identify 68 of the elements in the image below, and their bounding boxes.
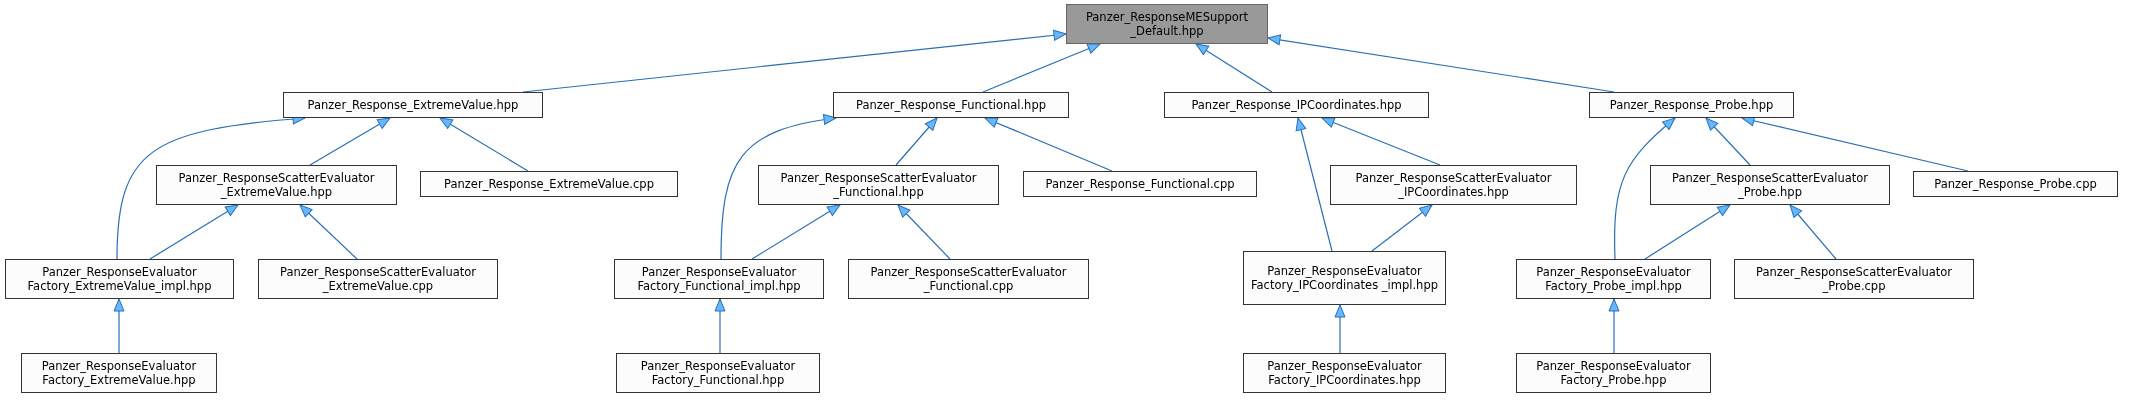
arrow bbox=[984, 117, 1113, 172]
file-box bbox=[156, 165, 397, 205]
file-box bbox=[1516, 259, 1711, 299]
file-name: Panzer_ResponseEvaluator Factory_Probe.hpp bbox=[1535, 359, 1692, 387]
file-name: Panzer_ResponseScatterEvaluator _ExtremeValue.cpp bbox=[279, 265, 477, 293]
file-box bbox=[614, 259, 824, 299]
arrow bbox=[1789, 204, 1837, 260]
file-name: Panzer_ResponseScatterEvaluator _Probe.hpp bbox=[1671, 171, 1869, 199]
file-box bbox=[1913, 171, 2118, 197]
file-box bbox=[1650, 165, 1890, 205]
file-name: Panzer_ResponseEvaluator Factory_Functional.hpp bbox=[639, 359, 797, 387]
file-box bbox=[616, 353, 820, 393]
file-name: Panzer_ResponseMESupport _Default.hpp bbox=[1084, 10, 1250, 38]
file-box bbox=[833, 92, 1069, 118]
arrow bbox=[1644, 204, 1731, 260]
arrow bbox=[299, 204, 358, 260]
file-box bbox=[1243, 353, 1446, 393]
arrow bbox=[1608, 298, 1620, 354]
file-name: Panzer_Response_ExtremeValue.hpp bbox=[307, 98, 519, 112]
file-box bbox=[1243, 251, 1446, 305]
arrow bbox=[714, 298, 726, 354]
arrow bbox=[751, 204, 841, 260]
file-box bbox=[848, 259, 1089, 299]
arrow bbox=[1371, 204, 1433, 252]
file-name: Panzer_Response_ExtremeValue.cpp bbox=[444, 177, 654, 191]
arrow bbox=[1334, 304, 1346, 354]
arrow bbox=[113, 298, 125, 354]
arrow bbox=[439, 117, 529, 172]
file-name: Panzer_ResponseScatterEvaluator _Probe.cpp bbox=[1755, 265, 1953, 293]
arrow bbox=[309, 117, 391, 166]
file-box bbox=[21, 353, 217, 393]
file-name: Panzer_ResponseEvaluator Factory_IPCoordinates.hpp bbox=[1266, 359, 1423, 387]
arrow bbox=[895, 117, 938, 166]
file-name: Panzer_Response_Probe.cpp bbox=[1934, 177, 2097, 191]
file-box bbox=[1164, 92, 1429, 118]
arrow bbox=[897, 204, 951, 260]
file-name: Panzer_Response_Functional.cpp bbox=[1045, 177, 1235, 191]
file-name: Panzer_Response_IPCoordinates.hpp bbox=[1191, 98, 1402, 112]
file-box bbox=[1023, 171, 1257, 197]
arrow bbox=[149, 204, 239, 260]
file-box bbox=[258, 259, 498, 299]
file-box bbox=[1330, 165, 1577, 205]
file-box bbox=[1066, 4, 1268, 44]
arrow bbox=[1295, 117, 1333, 252]
file-name: Panzer_ResponseScatterEvaluator _ExtremeValue.hpp bbox=[177, 171, 376, 199]
file-box bbox=[420, 171, 678, 197]
file-box bbox=[5, 259, 234, 299]
file-name: Panzer_ResponseEvaluator Factory_ExtremeValue.hpp bbox=[40, 359, 198, 387]
arrow bbox=[1705, 117, 1751, 166]
file-name: Panzer_Response_Functional.hpp bbox=[856, 98, 1046, 112]
file-name: Panzer_ResponseEvaluator Factory_Probe_impl.hpp bbox=[1535, 265, 1692, 293]
file-name: Panzer_Response_Probe.hpp bbox=[1609, 98, 1774, 112]
file-box bbox=[758, 165, 999, 205]
arrow bbox=[1195, 43, 1273, 93]
file-name: Panzer_ResponseScatterEvaluator _Functional.hpp bbox=[779, 171, 978, 199]
file-box bbox=[283, 92, 543, 118]
arrow bbox=[982, 43, 1101, 93]
file-box bbox=[1734, 259, 1974, 299]
file-name: Panzer_ResponseEvaluator Factory_IPCoordinates _impl.hpp bbox=[1250, 264, 1439, 292]
file-box bbox=[1589, 92, 1794, 118]
file-name: Panzer_ResponseScatterEvaluator _IPCoordinates.hpp bbox=[1354, 171, 1553, 199]
arrow bbox=[720, 114, 837, 260]
arrow bbox=[1614, 117, 1676, 260]
file-name: Panzer_ResponseEvaluator Factory_ExtremeValue_impl.hpp bbox=[26, 265, 213, 293]
file-name: Panzer_ResponseEvaluator Factory_Functional_impl.hpp bbox=[636, 265, 802, 293]
file-box bbox=[1516, 353, 1711, 393]
file-name: Panzer_ResponseScatterEvaluator _Functional.cpp bbox=[869, 265, 1068, 293]
arrow bbox=[1321, 117, 1441, 166]
